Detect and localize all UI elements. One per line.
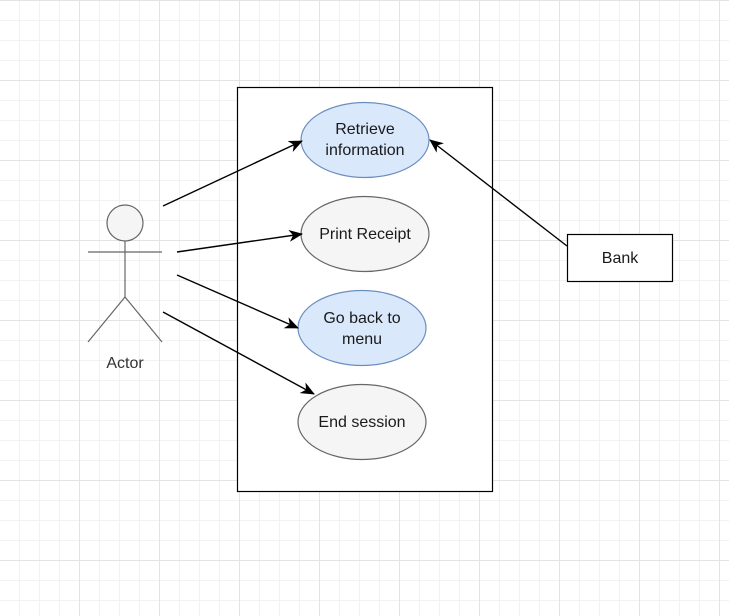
arrow-actor-to-print-receipt[interactable]: [176, 229, 303, 253]
use-case-retrieve-information[interactable]: [300, 101, 430, 179]
actor-left-leg: [87, 296, 126, 343]
actor-right-leg: [124, 296, 163, 343]
arrow-bank-to-retrieve-information[interactable]: [429, 139, 568, 247]
arrow-actor-to-go-back-to-menu[interactable]: [176, 274, 299, 329]
arrow-actor-to-end-session[interactable]: [162, 311, 315, 395]
actor-head: [106, 204, 144, 242]
arrow-actor-to-retrieve-information[interactable]: [162, 140, 303, 207]
use-case-end-session[interactable]: [297, 383, 427, 461]
bank-box[interactable]: [566, 233, 674, 283]
use-case-go-back-to-menu[interactable]: [297, 289, 427, 367]
actor-figure[interactable]: [87, 204, 163, 343]
use-case-print-receipt[interactable]: [300, 195, 430, 273]
